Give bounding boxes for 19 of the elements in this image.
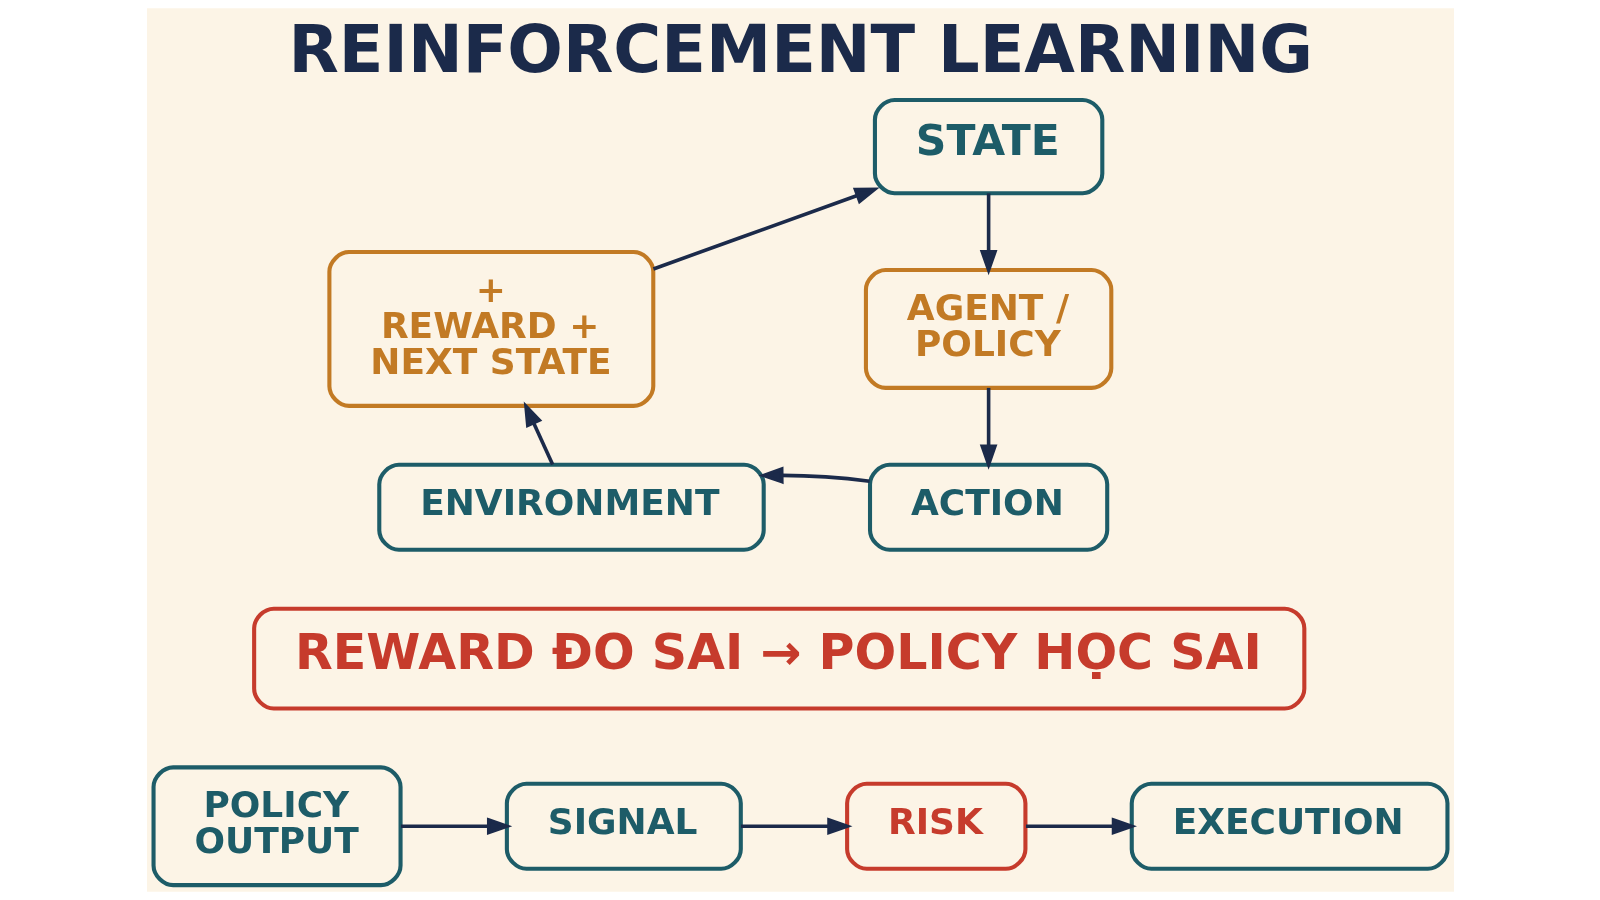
node-box: EXECUTION	[1129, 781, 1449, 871]
arrow	[652, 187, 880, 271]
node-box: RISK	[844, 781, 1027, 871]
node-box: ACTION	[867, 462, 1109, 552]
node-box: REWARD ĐO SAI → POLICY HỌC SAI	[251, 606, 1306, 711]
arrow	[1025, 817, 1137, 836]
arrow	[740, 817, 852, 836]
node-box: + REWARD + NEXT STATE	[326, 250, 655, 408]
arrow	[523, 401, 554, 466]
node-box: STATE	[872, 97, 1104, 196]
arrow	[757, 466, 870, 485]
node-box: SIGNAL	[504, 781, 743, 871]
diagram-title: REINFORCEMENT LEARNING	[288, 11, 1313, 88]
arrow	[979, 193, 997, 276]
arrow	[400, 817, 512, 836]
node-box: POLICY OUTPUT	[151, 765, 403, 888]
arrow	[979, 387, 997, 470]
node-box: ENVIRONMENT	[376, 462, 766, 552]
node-box: AGENT / POLICY	[863, 268, 1113, 390]
